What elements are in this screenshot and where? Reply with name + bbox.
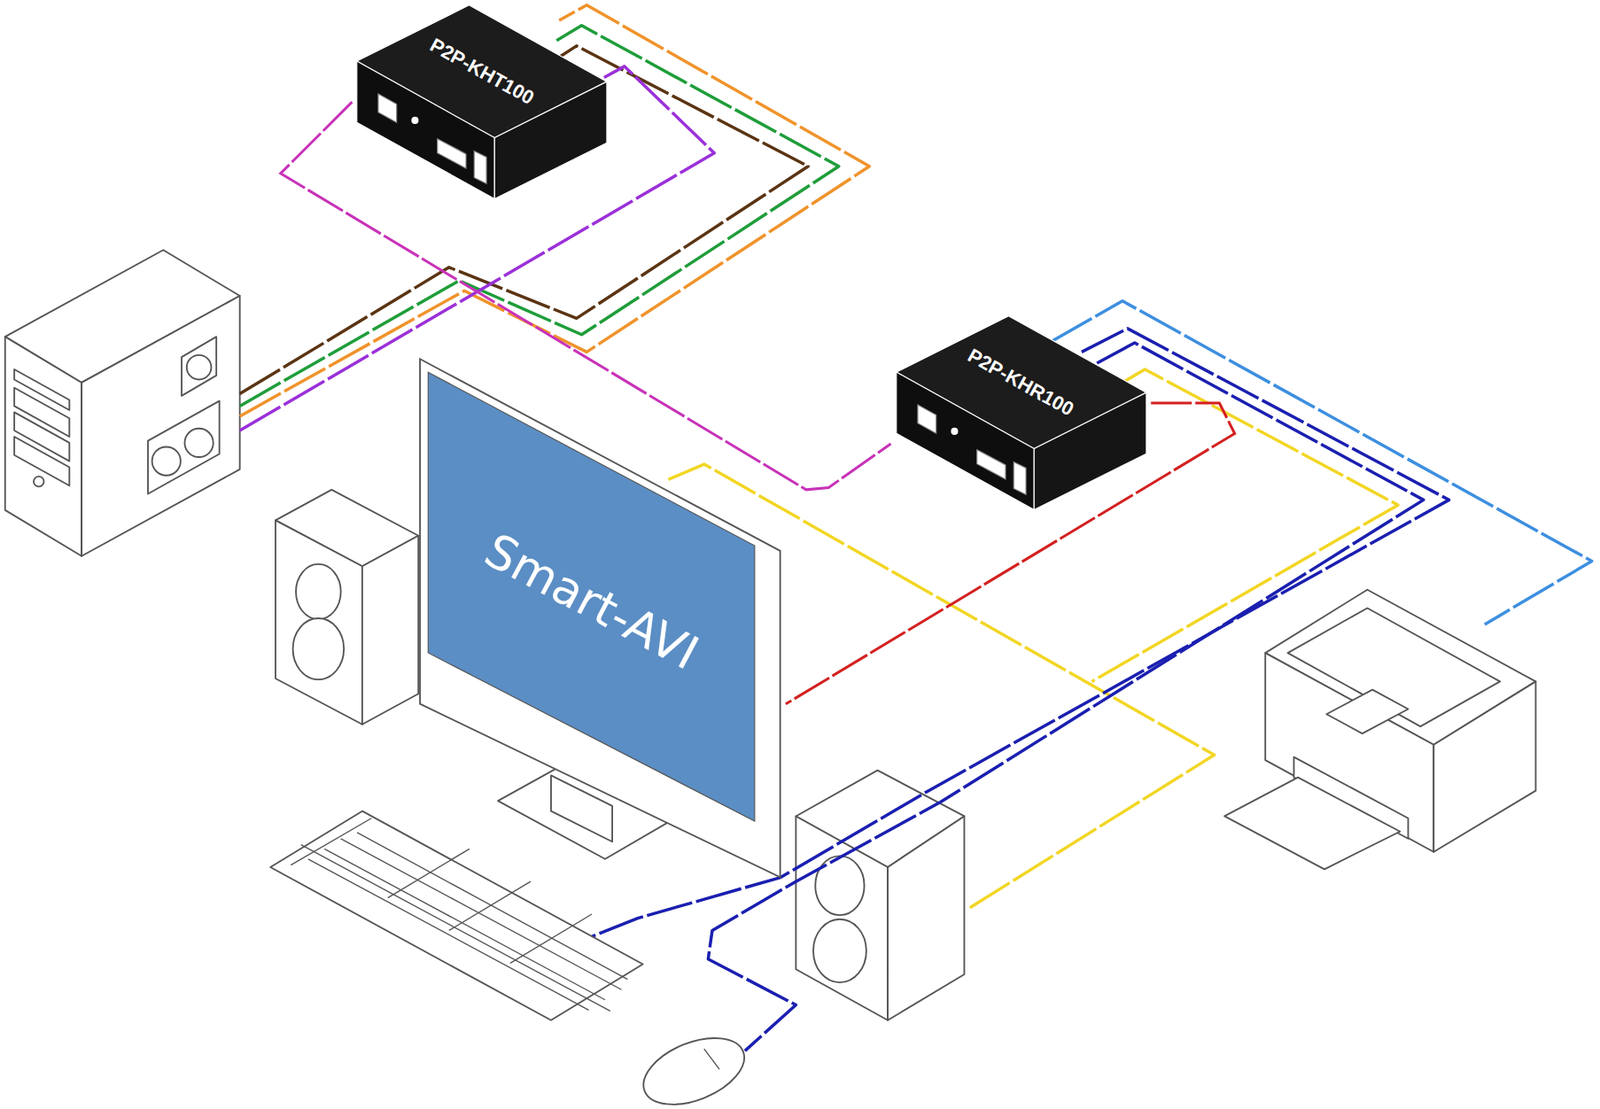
usb-cable xyxy=(240,5,870,417)
cat-cable xyxy=(785,403,1235,705)
box-front xyxy=(357,61,495,199)
mouse xyxy=(634,1025,754,1109)
fan-panel xyxy=(181,336,217,397)
fan-panel xyxy=(147,401,220,495)
monitor: Smart-AVI xyxy=(412,357,785,888)
speaker-side xyxy=(887,815,964,1020)
speaker-driver xyxy=(293,618,345,680)
dc-jack xyxy=(474,150,488,184)
box-outline xyxy=(351,0,613,204)
speaker-front xyxy=(275,520,363,724)
speaker-front xyxy=(795,815,888,1020)
key-row xyxy=(301,845,611,1012)
usb-ports xyxy=(437,139,467,169)
tower-front xyxy=(5,336,82,557)
printer-panel xyxy=(1326,690,1408,735)
led xyxy=(411,116,420,125)
mouse-button-line xyxy=(704,1048,720,1070)
speaker-side xyxy=(362,535,419,725)
key-row xyxy=(341,838,622,990)
box-front xyxy=(895,372,1034,510)
key-column xyxy=(510,914,592,964)
led xyxy=(950,427,958,435)
extender-box: P2P-KHT100 xyxy=(351,0,613,204)
monitor-bezel xyxy=(420,358,782,878)
monitor-screen xyxy=(428,372,756,822)
dc-jack xyxy=(1013,462,1026,496)
usb-cable xyxy=(1050,301,1592,625)
key-row xyxy=(324,848,606,1000)
keyboard xyxy=(270,811,643,1021)
rj45-port xyxy=(916,404,936,434)
extender-box: P2P-KHR100 xyxy=(891,310,1152,515)
tower-side xyxy=(81,295,241,557)
box-outline xyxy=(891,310,1152,515)
usb-ports xyxy=(976,450,1005,480)
key-row xyxy=(357,832,628,980)
key-column xyxy=(388,848,470,898)
usb-cable xyxy=(707,342,1423,1051)
power-button xyxy=(33,476,45,488)
rj45-port xyxy=(378,93,397,123)
speaker-driver xyxy=(815,855,864,916)
fan xyxy=(186,355,212,381)
fan xyxy=(152,446,181,475)
fan xyxy=(184,428,213,458)
speaker-driver xyxy=(295,564,342,620)
cat-cable xyxy=(280,101,892,490)
key-column xyxy=(449,881,531,931)
speaker-driver xyxy=(813,919,867,983)
paper xyxy=(1224,777,1400,870)
key-row xyxy=(290,818,372,866)
